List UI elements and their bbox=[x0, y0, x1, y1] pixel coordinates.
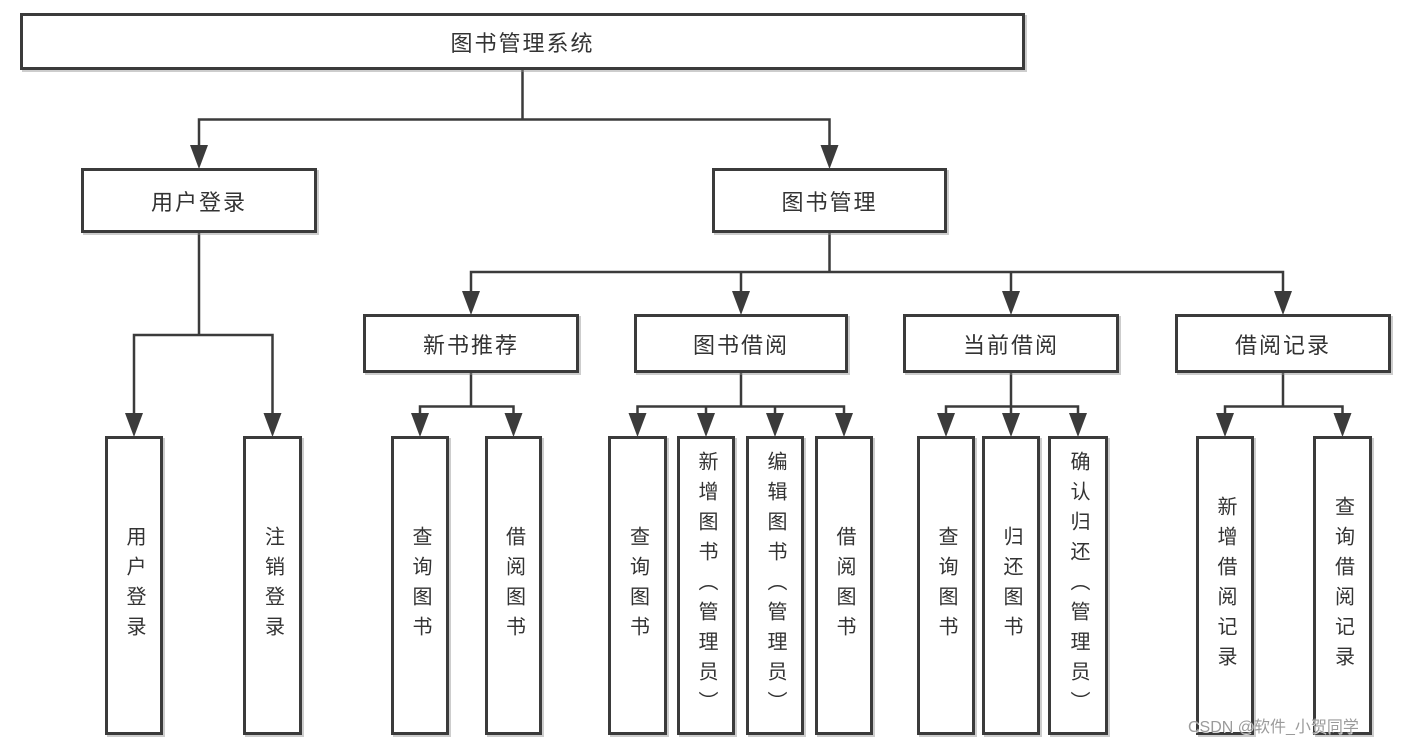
leaf-query-books-borrowing: 查询图书 bbox=[608, 436, 667, 735]
leaf-query-books-recommend: 查询图书 bbox=[391, 436, 449, 735]
leaf-add-borrow-record-label: 新增借阅记录 bbox=[1214, 495, 1236, 676]
node-new-book-recommend-label: 新书推荐 bbox=[422, 332, 519, 358]
leaf-edit-books-admin-label: 编辑图书（管理员） bbox=[764, 450, 786, 721]
leaf-logout: 注销登录 bbox=[243, 436, 302, 735]
leaf-query-books-recommend-label: 查询图书 bbox=[409, 525, 431, 646]
node-book-management: 图书管理 bbox=[712, 168, 947, 233]
leaf-borrow-books-recommend: 借阅图书 bbox=[485, 436, 542, 735]
leaf-return-books: 归还图书 bbox=[982, 436, 1040, 735]
leaf-query-books-current: 查询图书 bbox=[917, 436, 975, 735]
csdn-watermark: CSDN @软件_小贺同学 bbox=[1188, 719, 1359, 736]
leaf-user-login: 用户登录 bbox=[105, 436, 163, 735]
leaf-user-login-label: 用户登录 bbox=[123, 525, 145, 646]
leaf-edit-books-admin: 编辑图书（管理员） bbox=[746, 436, 804, 735]
node-current-borrowing: 当前借阅 bbox=[903, 314, 1119, 373]
leaf-borrow-books: 借阅图书 bbox=[815, 436, 873, 735]
node-root-label: 图书管理系统 bbox=[450, 30, 595, 56]
arrowheads bbox=[125, 145, 1352, 437]
node-current-borrowing-label: 当前借阅 bbox=[962, 332, 1059, 358]
leaf-query-books-borrowing-label: 查询图书 bbox=[626, 525, 649, 646]
leaf-return-books-label: 归还图书 bbox=[1000, 525, 1022, 646]
node-root-system: 图书管理系统 bbox=[20, 13, 1025, 70]
node-borrowing-records-label: 借阅记录 bbox=[1234, 332, 1331, 358]
node-borrowing-records: 借阅记录 bbox=[1175, 314, 1391, 373]
node-user-login: 用户登录 bbox=[81, 168, 317, 233]
node-book-borrowing: 图书借阅 bbox=[634, 314, 848, 373]
leaf-query-borrow-record: 查询借阅记录 bbox=[1313, 436, 1372, 735]
node-book-management-label: 图书管理 bbox=[781, 189, 878, 215]
leaf-add-books-admin: 新增图书（管理员） bbox=[677, 436, 735, 735]
node-new-book-recommend: 新书推荐 bbox=[363, 314, 579, 373]
node-book-borrowing-label: 图书借阅 bbox=[692, 332, 789, 358]
leaf-add-borrow-record: 新增借阅记录 bbox=[1196, 436, 1254, 735]
connector-lines bbox=[132, 70, 1344, 416]
leaf-confirm-return-admin-label: 确认归还（管理员） bbox=[1067, 450, 1089, 721]
leaf-query-books-current-label: 查询图书 bbox=[935, 525, 957, 646]
leaf-add-books-admin-label: 新增图书（管理员） bbox=[695, 450, 717, 721]
leaf-logout-label: 注销登录 bbox=[261, 525, 284, 646]
leaf-confirm-return-admin: 确认归还（管理员） bbox=[1048, 436, 1108, 735]
leaf-borrow-books-label: 借阅图书 bbox=[833, 525, 855, 646]
leaf-borrow-books-recommend-label: 借阅图书 bbox=[502, 525, 525, 646]
node-user-login-label: 用户登录 bbox=[150, 189, 247, 215]
leaf-query-borrow-record-label: 查询借阅记录 bbox=[1331, 495, 1354, 676]
